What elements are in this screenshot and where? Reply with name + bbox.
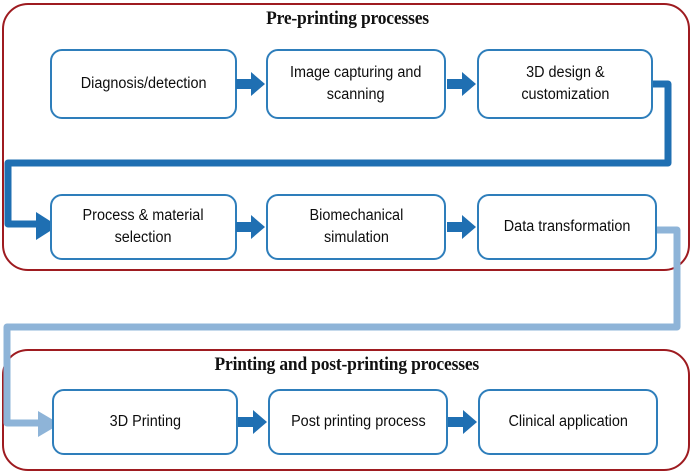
node-image-capturing-line-2: scanning (327, 86, 385, 103)
group-pre-printing-title-text: Pre-printing processes (265, 8, 429, 29)
arrow-icon-process-to-biomechanical (236, 215, 265, 239)
node-post-printing-process-label: Post printing process (290, 412, 426, 430)
arrow-icon-diagnosis-to-imaging (236, 72, 265, 96)
node-3d-design-line-2: customization (520, 86, 610, 103)
node-diagnosis-detection-label: Diagnosis/detection (80, 74, 207, 92)
arrow-icon-printing-to-postprocess (238, 410, 267, 434)
group-post-printing-title-text: Printing and post-printing processes (214, 354, 480, 375)
node-process-material-selection-label: Process & material selection (78, 205, 208, 250)
node-biomechanical-line-2: simulation (323, 229, 389, 246)
node-3d-design-customization[interactable]: 3D design & customization (477, 49, 653, 119)
group-post-printing-title: Printing and post-printing processes (0, 354, 694, 376)
node-biomechanical-line-1: Biomechanical (309, 206, 403, 224)
node-data-transformation[interactable]: Data transformation (477, 194, 657, 260)
group-pre-printing-title: Pre-printing processes (0, 8, 694, 30)
arrow-icon-imaging-to-design (447, 72, 476, 96)
node-clinical-application-label: Clinical application (508, 412, 628, 430)
node-3d-design-customization-label: 3D design & customization (518, 62, 613, 107)
node-3d-printing-label: 3D Printing (109, 412, 181, 430)
node-3d-design-line-1: 3D design & (525, 63, 605, 81)
node-3d-printing[interactable]: 3D Printing (52, 389, 238, 455)
node-image-capturing-and-scanning[interactable]: Image capturing and scanning (266, 49, 446, 119)
node-clinical-application[interactable]: Clinical application (478, 389, 658, 455)
node-data-transformation-label: Data transformation (503, 217, 631, 235)
node-biomechanical-simulation[interactable]: Biomechanical simulation (266, 194, 446, 260)
node-biomechanical-simulation-label: Biomechanical simulation (306, 205, 407, 250)
node-process-material-line-1: Process & material (83, 206, 204, 224)
node-process-material-selection[interactable]: Process & material selection (50, 194, 237, 260)
node-image-capturing-line-1: Image capturing and (290, 63, 422, 81)
arrow-icon-biomechanical-to-data (447, 215, 476, 239)
node-process-material-line-2: selection (115, 229, 172, 246)
node-diagnosis-detection[interactable]: Diagnosis/detection (50, 49, 237, 119)
node-post-printing-process[interactable]: Post printing process (268, 389, 448, 455)
arrow-icon-postprocess-to-clinical (448, 410, 477, 434)
node-image-capturing-and-scanning-label: Image capturing and scanning (285, 62, 426, 107)
